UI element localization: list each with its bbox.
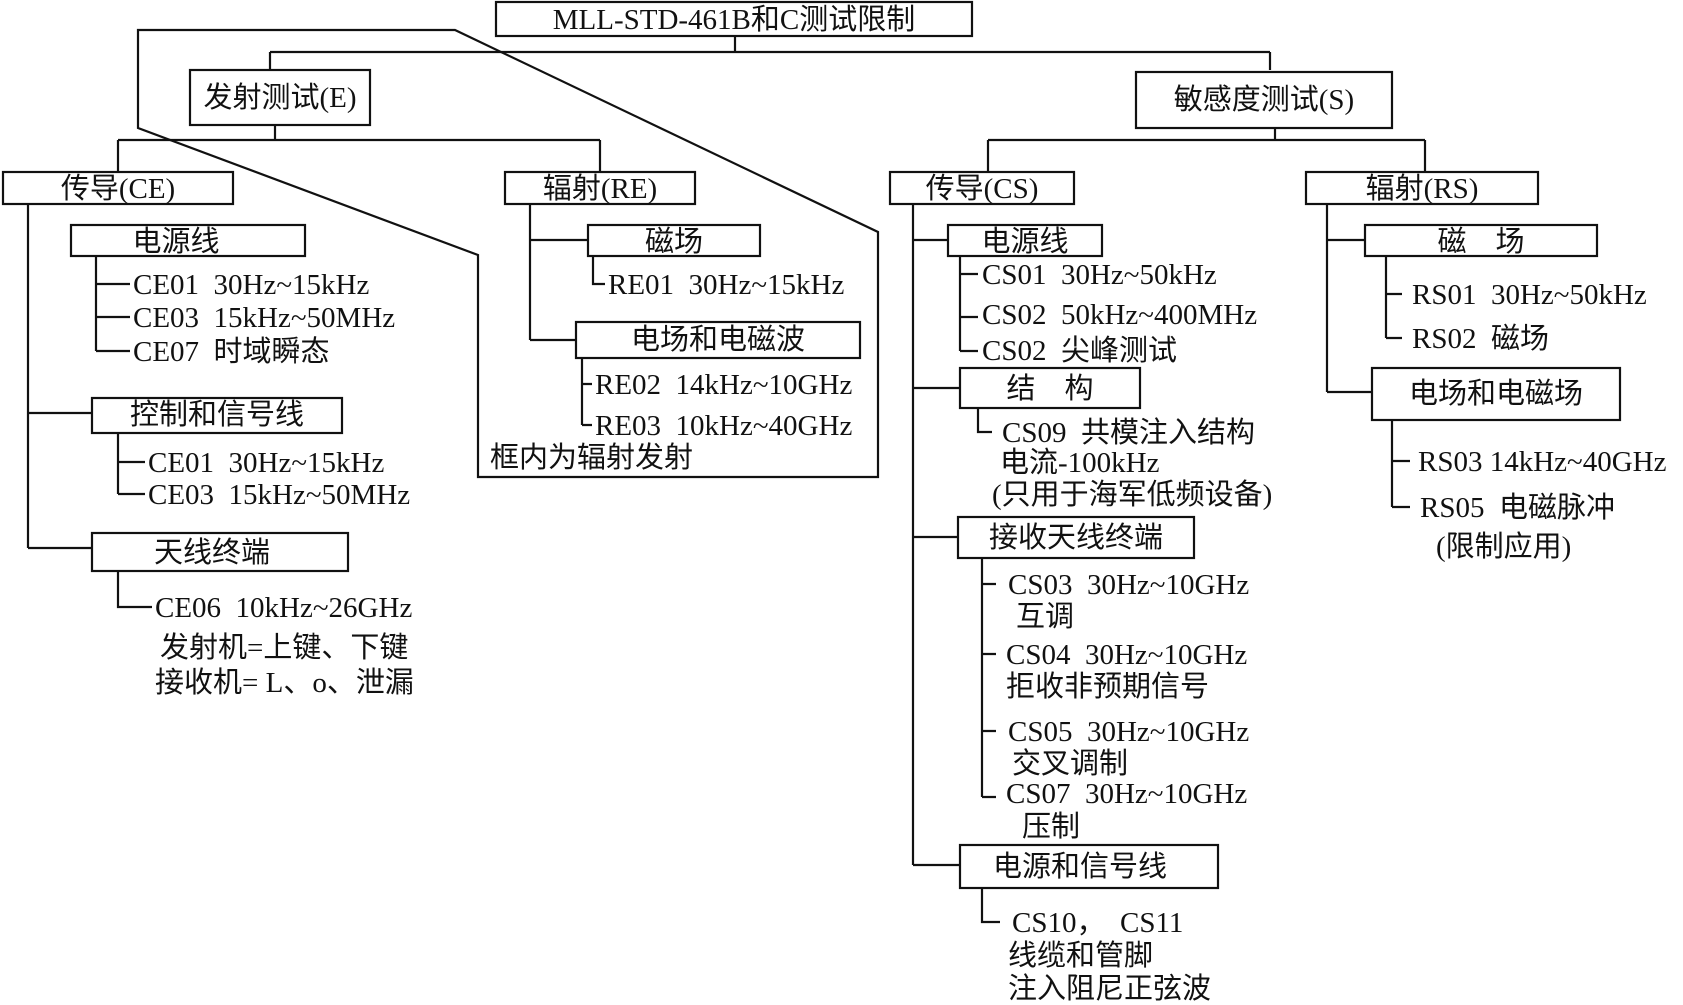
ce-antenna-node: 天线终端 <box>90 531 350 573</box>
rs-magnetic-node: 磁 场 <box>1363 223 1599 258</box>
cs-antenna-node: 接收天线终端 <box>956 515 1196 560</box>
ce-control-line-items: CE01 30Hz~15kHz CE03 15kHz~50MHz <box>148 447 410 511</box>
cs-power-signal-items: CS10， CS11 线缆和管脚 注入阻尼正弦波 <box>1008 907 1211 1005</box>
svg-text:辐射(RS): 辐射(RS) <box>1366 172 1479 205</box>
list-item: CS02 尖峰测试 <box>982 334 1177 367</box>
rs-node: 辐射(RS) <box>1304 170 1540 206</box>
root-node: MLL-STD-461B和C测试限制 <box>494 0 974 38</box>
list-item: RE03 10kHz~40GHz <box>595 410 852 442</box>
list-item: CS04 30Hz~10GHz <box>1006 639 1247 671</box>
list-item: CS01 30Hz~50kHz <box>982 259 1217 291</box>
list-item: RE02 14kHz~10GHz <box>595 369 852 401</box>
cs-node: 传导(CS) <box>888 170 1076 206</box>
note-text: 交叉调制 <box>1012 747 1128 780</box>
list-item: RS01 30Hz~50kHz <box>1412 279 1647 311</box>
list-item: CS02 50kHz~400MHz <box>982 299 1257 331</box>
rs-efield-node: 电场和电磁场 <box>1370 366 1622 422</box>
ce-antenna-items: CE06 10kHz~26GHz 发射机=上键、下键 接收机= L、o、泄漏 <box>155 592 414 699</box>
svg-text:电场和电磁场: 电场和电磁场 <box>1409 377 1583 410</box>
svg-text:电源和信号线: 电源和信号线 <box>993 850 1167 883</box>
svg-text:电场和电磁波: 电场和电磁波 <box>631 323 805 356</box>
list-item: CE03 15kHz~50MHz <box>148 479 410 511</box>
note-text: 拒收非预期信号 <box>1006 670 1209 703</box>
list-item: CS09 共模注入结构 <box>1002 416 1255 449</box>
emission-node: 发射测试(E) <box>188 68 372 127</box>
note-text: 线缆和管脚 <box>1008 939 1153 972</box>
re-magnetic-node: 磁场 <box>586 223 762 258</box>
ce-control-line-node: 控制和信号线 <box>90 396 344 435</box>
list-item: CE06 10kHz~26GHz <box>155 592 412 624</box>
svg-text:敏感度测试(S): 敏感度测试(S) <box>1174 83 1354 116</box>
cs-power-line-items: CS01 30Hz~50kHz CS02 50kHz~400MHz CS02 尖… <box>982 259 1257 367</box>
note-text: 电流-100kHz <box>1000 446 1160 479</box>
rs-efield-items: RS03 14kHz~40GHz RS05 电磁脉冲 (限制应用) <box>1418 446 1667 563</box>
list-item: RE01 30Hz~15kHz <box>608 269 845 301</box>
list-item: CE03 15kHz~50MHz <box>133 302 395 334</box>
cs-structure-node: 结 构 <box>958 366 1142 410</box>
list-item: CE01 30Hz~15kHz <box>133 269 370 301</box>
svg-text:控制和信号线: 控制和信号线 <box>130 398 304 431</box>
list-item: CS10， CS11 <box>1012 907 1183 939</box>
cs-power-signal-node: 电源和信号线 <box>958 843 1220 890</box>
svg-text:电源线: 电源线 <box>132 225 219 258</box>
list-item: CS05 30Hz~10GHz <box>1008 716 1249 748</box>
ce-power-line-node: 电源线 <box>69 223 307 258</box>
cs-power-line-node: 电源线 <box>946 223 1104 258</box>
ce-power-line-items: CE01 30Hz~15kHz CE03 15kHz~50MHz CE07 时域… <box>133 269 395 368</box>
svg-text:发射测试(E): 发射测试(E) <box>203 81 356 114</box>
note-text: 压制 <box>1022 810 1080 843</box>
svg-text:磁 场: 磁 场 <box>1437 225 1524 258</box>
svg-text:磁场: 磁场 <box>645 225 703 258</box>
list-item: CE07 时域瞬态 <box>133 335 330 368</box>
re-efield-node: 电场和电磁波 <box>574 320 862 360</box>
svg-text:辐射(RE): 辐射(RE) <box>543 172 657 205</box>
connector-lines <box>26 28 1427 924</box>
svg-text:电源线: 电源线 <box>981 225 1068 258</box>
list-item: CS07 30Hz~10GHz <box>1006 778 1247 810</box>
re-node: 辐射(RE) <box>503 170 697 206</box>
note-text: (限制应用) <box>1436 530 1571 563</box>
svg-text:传导(CE): 传导(CE) <box>61 172 175 205</box>
ce-node: 传导(CE) <box>1 170 235 206</box>
svg-text:结 构: 结 构 <box>1006 372 1093 405</box>
list-item: RS02 磁场 <box>1412 322 1549 355</box>
cs-antenna-items: CS03 30Hz~10GHz 互调 CS04 30Hz~10GHz 拒收非预期… <box>1006 569 1249 843</box>
list-item: RS05 电磁脉冲 <box>1420 491 1615 524</box>
frame-note: 框内为辐射发射 <box>490 441 693 474</box>
note-text: 注入阻尼正弦波 <box>1008 972 1211 1005</box>
note-text: (只用于海军低频设备) <box>992 478 1272 511</box>
svg-text:接收天线终端: 接收天线终端 <box>989 521 1163 554</box>
diagram-title: MLL-STD-461B和C测试限制 <box>553 3 916 36</box>
note-text: 互调 <box>1016 601 1074 633</box>
list-item: CS03 30Hz~10GHz <box>1008 569 1249 601</box>
rs-magnetic-items: RS01 30Hz~50kHz RS02 磁场 <box>1412 279 1647 355</box>
cs-structure-items: CS09 共模注入结构 电流-100kHz (只用于海军低频设备) <box>992 416 1272 511</box>
susceptibility-node: 敏感度测试(S) <box>1134 70 1394 130</box>
note-text: 发射机=上键、下键 <box>160 631 408 664</box>
list-item: CE01 30Hz~15kHz <box>148 447 385 479</box>
re-efield-items: RE02 14kHz~10GHz RE03 10kHz~40GHz <box>595 369 852 442</box>
svg-text:天线终端: 天线终端 <box>154 536 270 569</box>
svg-text:传导(CS): 传导(CS) <box>926 172 1039 205</box>
list-item: RS03 14kHz~40GHz <box>1418 446 1667 478</box>
note-text: 接收机= L、o、泄漏 <box>155 666 414 699</box>
